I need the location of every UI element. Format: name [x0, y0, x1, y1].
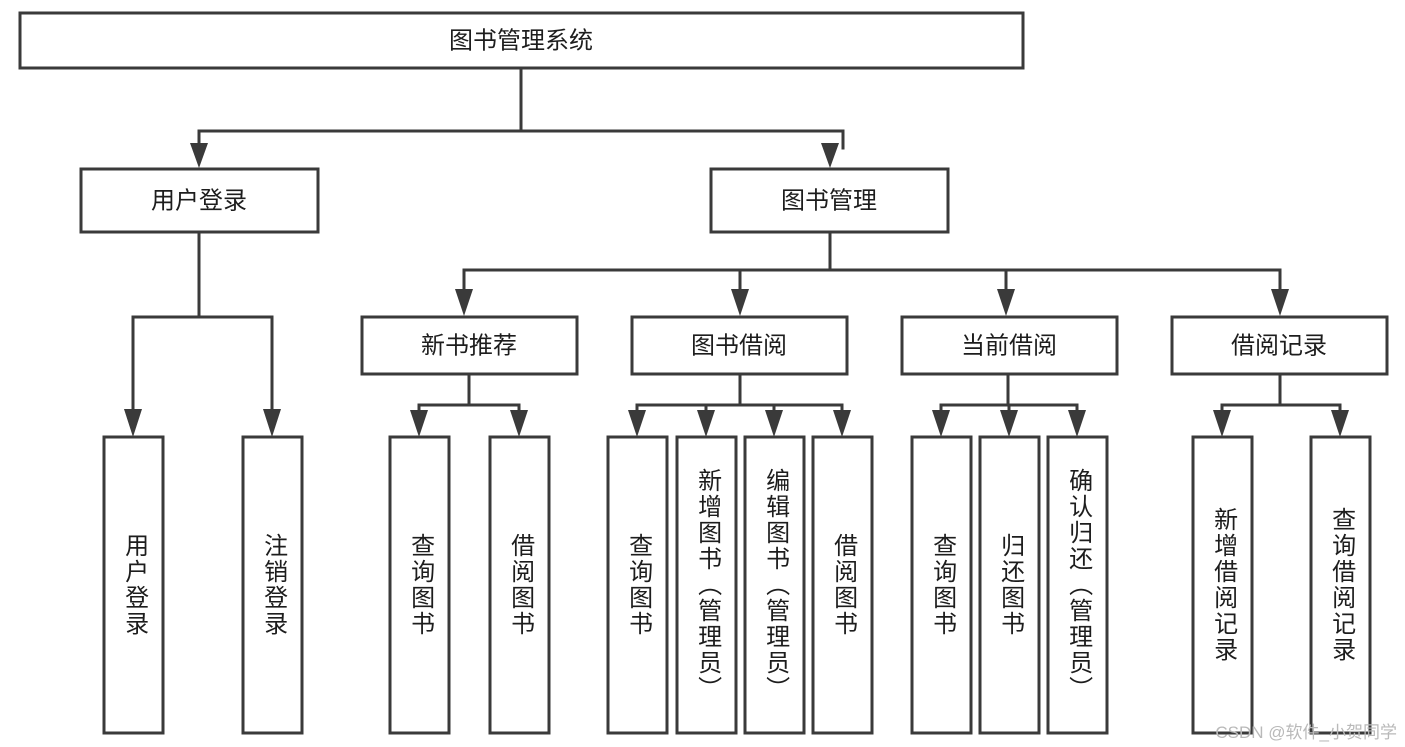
node-leaf-user-login[interactable]: 用户登录 [102, 435, 165, 735]
connectors-user-login-to-leaves [124, 230, 281, 437]
node-leaf-user-login-box[interactable] [102, 435, 165, 735]
node-leaf-borrow-book-1[interactable]: 借阅图书 [488, 435, 551, 735]
arrow-to-book-manage [821, 143, 839, 168]
node-leaf-return-book-box[interactable] [978, 435, 1041, 735]
node-leaf-add-book[interactable]: 新增图书（管理员） [675, 435, 738, 735]
node-leaf-query-book-3-box[interactable] [910, 435, 973, 735]
node-leaf-query-book-2[interactable]: 查询图书 [606, 435, 669, 735]
node-leaf-confirm-return[interactable]: 确认归还（管理员） [1046, 435, 1109, 735]
connectors-book-borrow-to-leaves [628, 372, 851, 437]
node-leaf-query-book-1-label: 查询图书 [407, 533, 435, 637]
arrow-to-leaf-edit-book [765, 410, 783, 437]
arrow-to-user-login [190, 143, 208, 168]
node-new-book-rec[interactable]: 新书推荐 [360, 315, 579, 376]
node-root[interactable]: 图书管理系统 [18, 11, 1025, 70]
node-new-book-rec-label: 新书推荐 [421, 332, 517, 359]
node-leaf-query-record-label: 查询借阅记录 [1328, 507, 1356, 663]
connectors-current-borrow-to-leaves [932, 372, 1086, 437]
arrow-to-leaf-query-book-1 [410, 410, 428, 437]
node-leaf-logout[interactable]: 注销登录 [241, 435, 304, 735]
node-book-manage-label: 图书管理 [781, 187, 877, 214]
node-leaf-edit-book-label: 编辑图书（管理员） [762, 468, 790, 702]
node-leaf-add-book-label: 新增图书（管理员） [694, 468, 722, 702]
connectors-borrow-record-to-leaves [1213, 372, 1349, 437]
connectors-book-manage-to-level3 [455, 230, 1289, 316]
node-borrow-record-box[interactable] [1170, 315, 1389, 376]
arrow-to-leaf-add-book [697, 410, 715, 437]
node-leaf-user-login-label: 用户登录 [121, 533, 149, 637]
node-current-borrow[interactable]: 当前借阅 [900, 315, 1119, 376]
node-book-borrow-box[interactable] [630, 315, 849, 376]
node-leaf-edit-book[interactable]: 编辑图书（管理员） [743, 435, 806, 735]
node-leaf-borrow-book-1-box[interactable] [488, 435, 551, 735]
node-leaf-return-book-label: 归还图书 [997, 533, 1025, 637]
arrow-to-leaf-query-book-3 [932, 410, 950, 437]
node-borrow-record-label: 借阅记录 [1231, 332, 1327, 359]
node-user-login[interactable]: 用户登录 [79, 167, 320, 234]
node-leaf-query-record-box[interactable] [1309, 435, 1372, 735]
arrow-to-book-borrow [731, 289, 749, 316]
arrow-to-leaf-user-login [124, 409, 142, 437]
node-leaf-add-record-label: 新增借阅记录 [1210, 507, 1238, 663]
node-book-manage[interactable]: 图书管理 [709, 167, 950, 234]
node-leaf-return-book[interactable]: 归还图书 [978, 435, 1041, 735]
connectors-new-book-rec-to-leaves [410, 372, 528, 437]
arrow-to-leaf-logout [263, 409, 281, 437]
arrow-to-leaf-borrow-book-2 [833, 410, 851, 437]
node-current-borrow-label: 当前借阅 [961, 332, 1057, 359]
node-leaf-borrow-book-2[interactable]: 借阅图书 [811, 435, 874, 735]
arrow-to-new-book-rec [455, 289, 473, 316]
node-leaf-query-book-2-box[interactable] [606, 435, 669, 735]
node-leaf-add-record-box[interactable] [1191, 435, 1254, 735]
node-new-book-rec-box[interactable] [360, 315, 579, 376]
connectors-root-to-level2 [190, 66, 845, 168]
node-user-login-box[interactable] [79, 167, 320, 234]
node-leaf-edit-book-box[interactable] [743, 435, 806, 735]
arrow-to-borrow-record [1271, 289, 1289, 316]
arrow-to-current-borrow [997, 289, 1015, 316]
node-leaf-query-book-3-label: 查询图书 [929, 533, 957, 637]
arrow-to-leaf-confirm-return [1068, 410, 1086, 437]
node-leaf-borrow-book-1-label: 借阅图书 [507, 533, 535, 637]
node-leaf-add-book-box[interactable] [675, 435, 738, 735]
arrow-to-leaf-add-record [1213, 410, 1231, 437]
node-leaf-logout-box[interactable] [241, 435, 304, 735]
node-book-borrow-label: 图书借阅 [691, 332, 787, 359]
arrow-to-leaf-query-book-2 [628, 410, 646, 437]
arrow-to-leaf-query-record [1331, 410, 1349, 437]
node-book-borrow[interactable]: 图书借阅 [630, 315, 849, 376]
node-leaf-query-record[interactable]: 查询借阅记录 [1309, 435, 1372, 735]
node-root-box[interactable] [18, 11, 1025, 70]
node-leaf-query-book-3[interactable]: 查询图书 [910, 435, 973, 735]
node-leaf-query-book-1-box[interactable] [388, 435, 451, 735]
node-user-login-label: 用户登录 [151, 187, 247, 214]
node-leaf-query-book-2-label: 查询图书 [625, 533, 653, 637]
node-leaf-borrow-book-2-label: 借阅图书 [830, 533, 858, 637]
node-current-borrow-box[interactable] [900, 315, 1119, 376]
arrow-to-leaf-borrow-book-1 [510, 410, 528, 437]
node-leaf-borrow-book-2-box[interactable] [811, 435, 874, 735]
node-leaf-logout-label: 注销登录 [260, 533, 288, 637]
node-borrow-record[interactable]: 借阅记录 [1170, 315, 1389, 376]
node-leaf-query-book-1[interactable]: 查询图书 [388, 435, 451, 735]
node-leaf-add-record[interactable]: 新增借阅记录 [1191, 435, 1254, 735]
node-leaf-confirm-return-label: 确认归还（管理员） [1065, 468, 1093, 702]
arrow-to-leaf-return-book [1000, 410, 1018, 437]
node-leaf-confirm-return-box[interactable] [1046, 435, 1109, 735]
node-root-label: 图书管理系统 [449, 27, 593, 54]
node-book-manage-box[interactable] [709, 167, 950, 234]
